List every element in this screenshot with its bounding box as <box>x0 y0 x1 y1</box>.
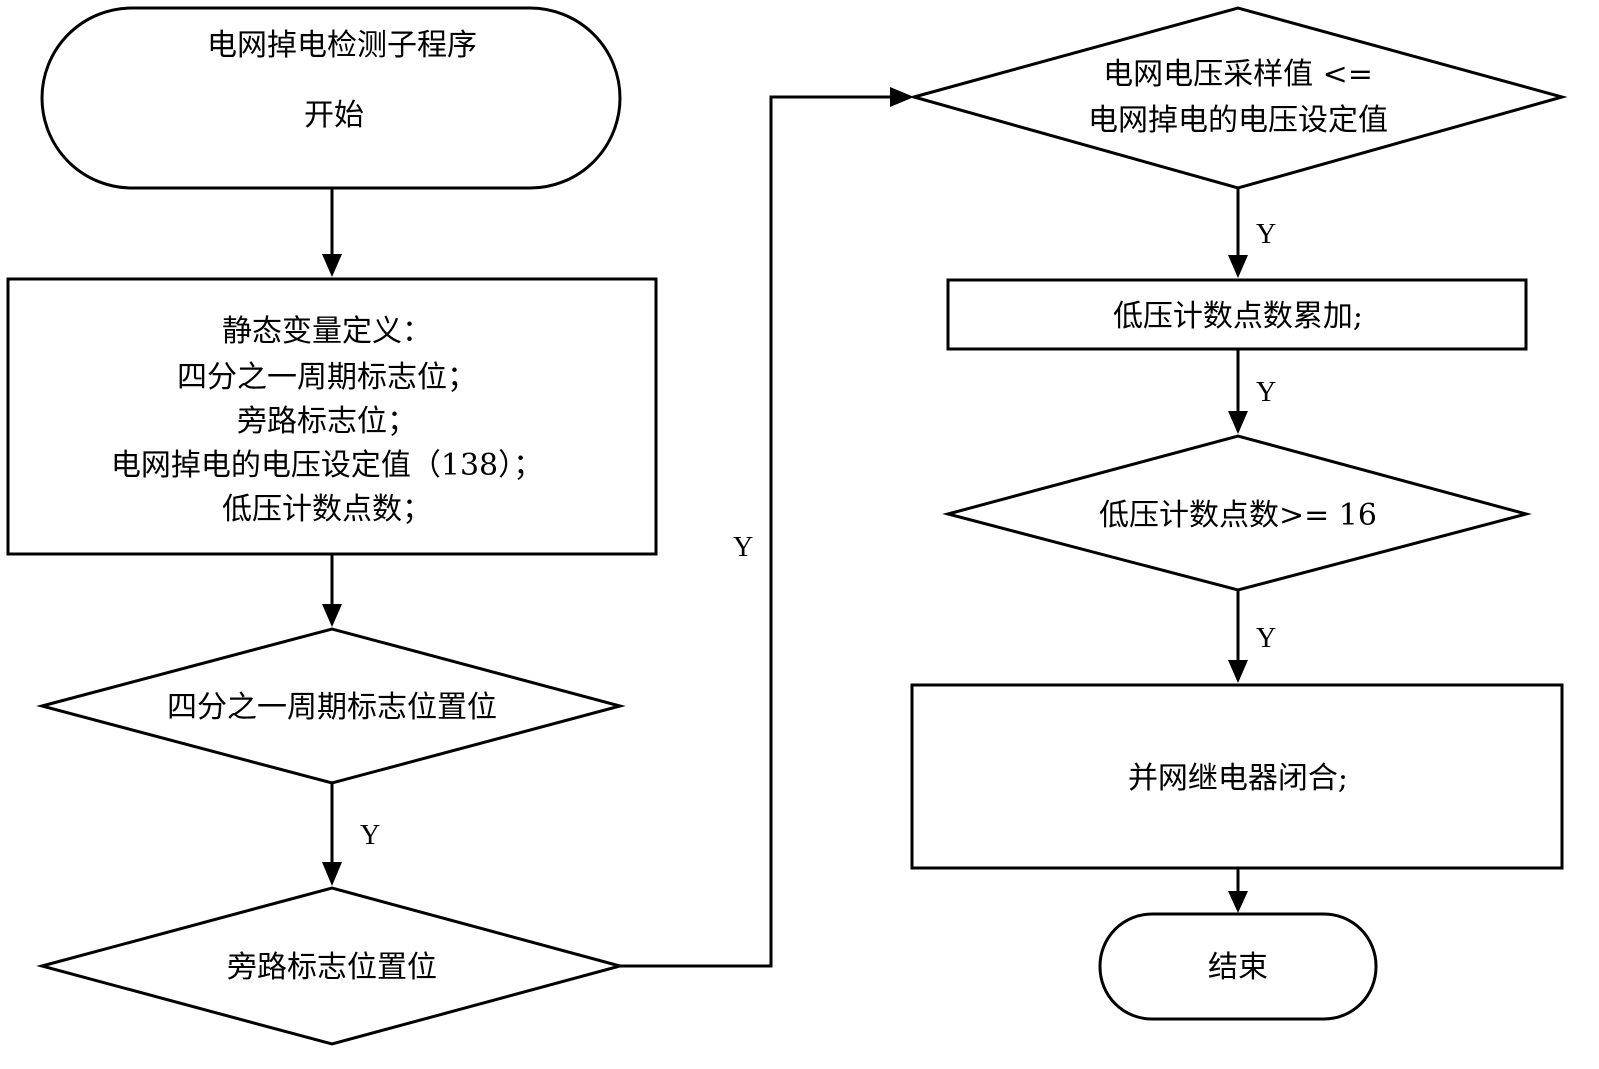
arrow-voltage-to-add: Y <box>1228 188 1276 278</box>
static-vars-low-count: 低压计数点数； <box>222 492 432 527</box>
start-label: 开始 <box>304 98 364 133</box>
relay-close-box: 并网继电器闭合; <box>910 683 1564 870</box>
arrow-start-to-vars <box>322 188 342 277</box>
arrow-vars-to-quarter <box>322 554 342 627</box>
arrow-add-to-check: Y <box>1228 349 1276 434</box>
static-vars-quarter-flag: 四分之一周期标志位； <box>177 360 477 395</box>
edge-label-y: Y <box>360 820 380 851</box>
low-count-check-decision: 低压计数点数>= 16 <box>942 434 1532 592</box>
arrow-bypass-to-voltage: Y <box>620 87 914 968</box>
low-count-add-label: 低压计数点数累加; <box>1113 299 1363 334</box>
bypass-flag-label: 旁路标志位置位 <box>227 950 437 985</box>
voltage-compare-line1: 电网电压采样值 <= <box>1103 57 1373 92</box>
quarter-flag-label: 四分之一周期标志位置位 <box>167 690 497 725</box>
start-title: 电网掉电检测子程序 <box>207 28 477 63</box>
start-terminator: 电网掉电检测子程序 开始 <box>40 6 622 190</box>
low-count-check-label: 低压计数点数>= 16 <box>1099 498 1377 533</box>
arrow-check-to-relay: Y <box>1228 590 1276 683</box>
static-vars-voltage-setpoint: 电网掉电的电压设定值（138）； <box>111 448 543 483</box>
low-count-add-box: 低压计数点数累加; <box>946 278 1528 351</box>
quarter-flag-decision: 四分之一周期标志位置位 <box>36 627 626 785</box>
static-vars-bypass-flag: 旁路标志位； <box>237 404 417 439</box>
voltage-compare-decision: 电网电压采样值 <= 电网掉电的电压设定值 <box>908 6 1568 190</box>
relay-close-label: 并网继电器闭合; <box>1128 761 1348 796</box>
static-vars-box: 静态变量定义： 四分之一周期标志位； 旁路标志位； 电网掉电的电压设定值（138… <box>6 277 658 556</box>
arrow-relay-to-end <box>1228 868 1248 913</box>
edge-label-y: Y <box>1256 623 1276 654</box>
arrow-quarter-to-bypass: Y <box>322 783 380 886</box>
voltage-compare-line2: 电网掉电的电压设定值 <box>1088 103 1388 138</box>
end-terminator: 结束 <box>1098 912 1378 1021</box>
end-label: 结束 <box>1208 950 1268 985</box>
edge-label-y: Y <box>1256 377 1276 408</box>
static-vars-heading: 静态变量定义： <box>222 314 432 349</box>
edge-label-y: Y <box>733 532 753 563</box>
edge-label-y: Y <box>1256 219 1276 250</box>
bypass-flag-decision: 旁路标志位置位 <box>36 886 626 1046</box>
